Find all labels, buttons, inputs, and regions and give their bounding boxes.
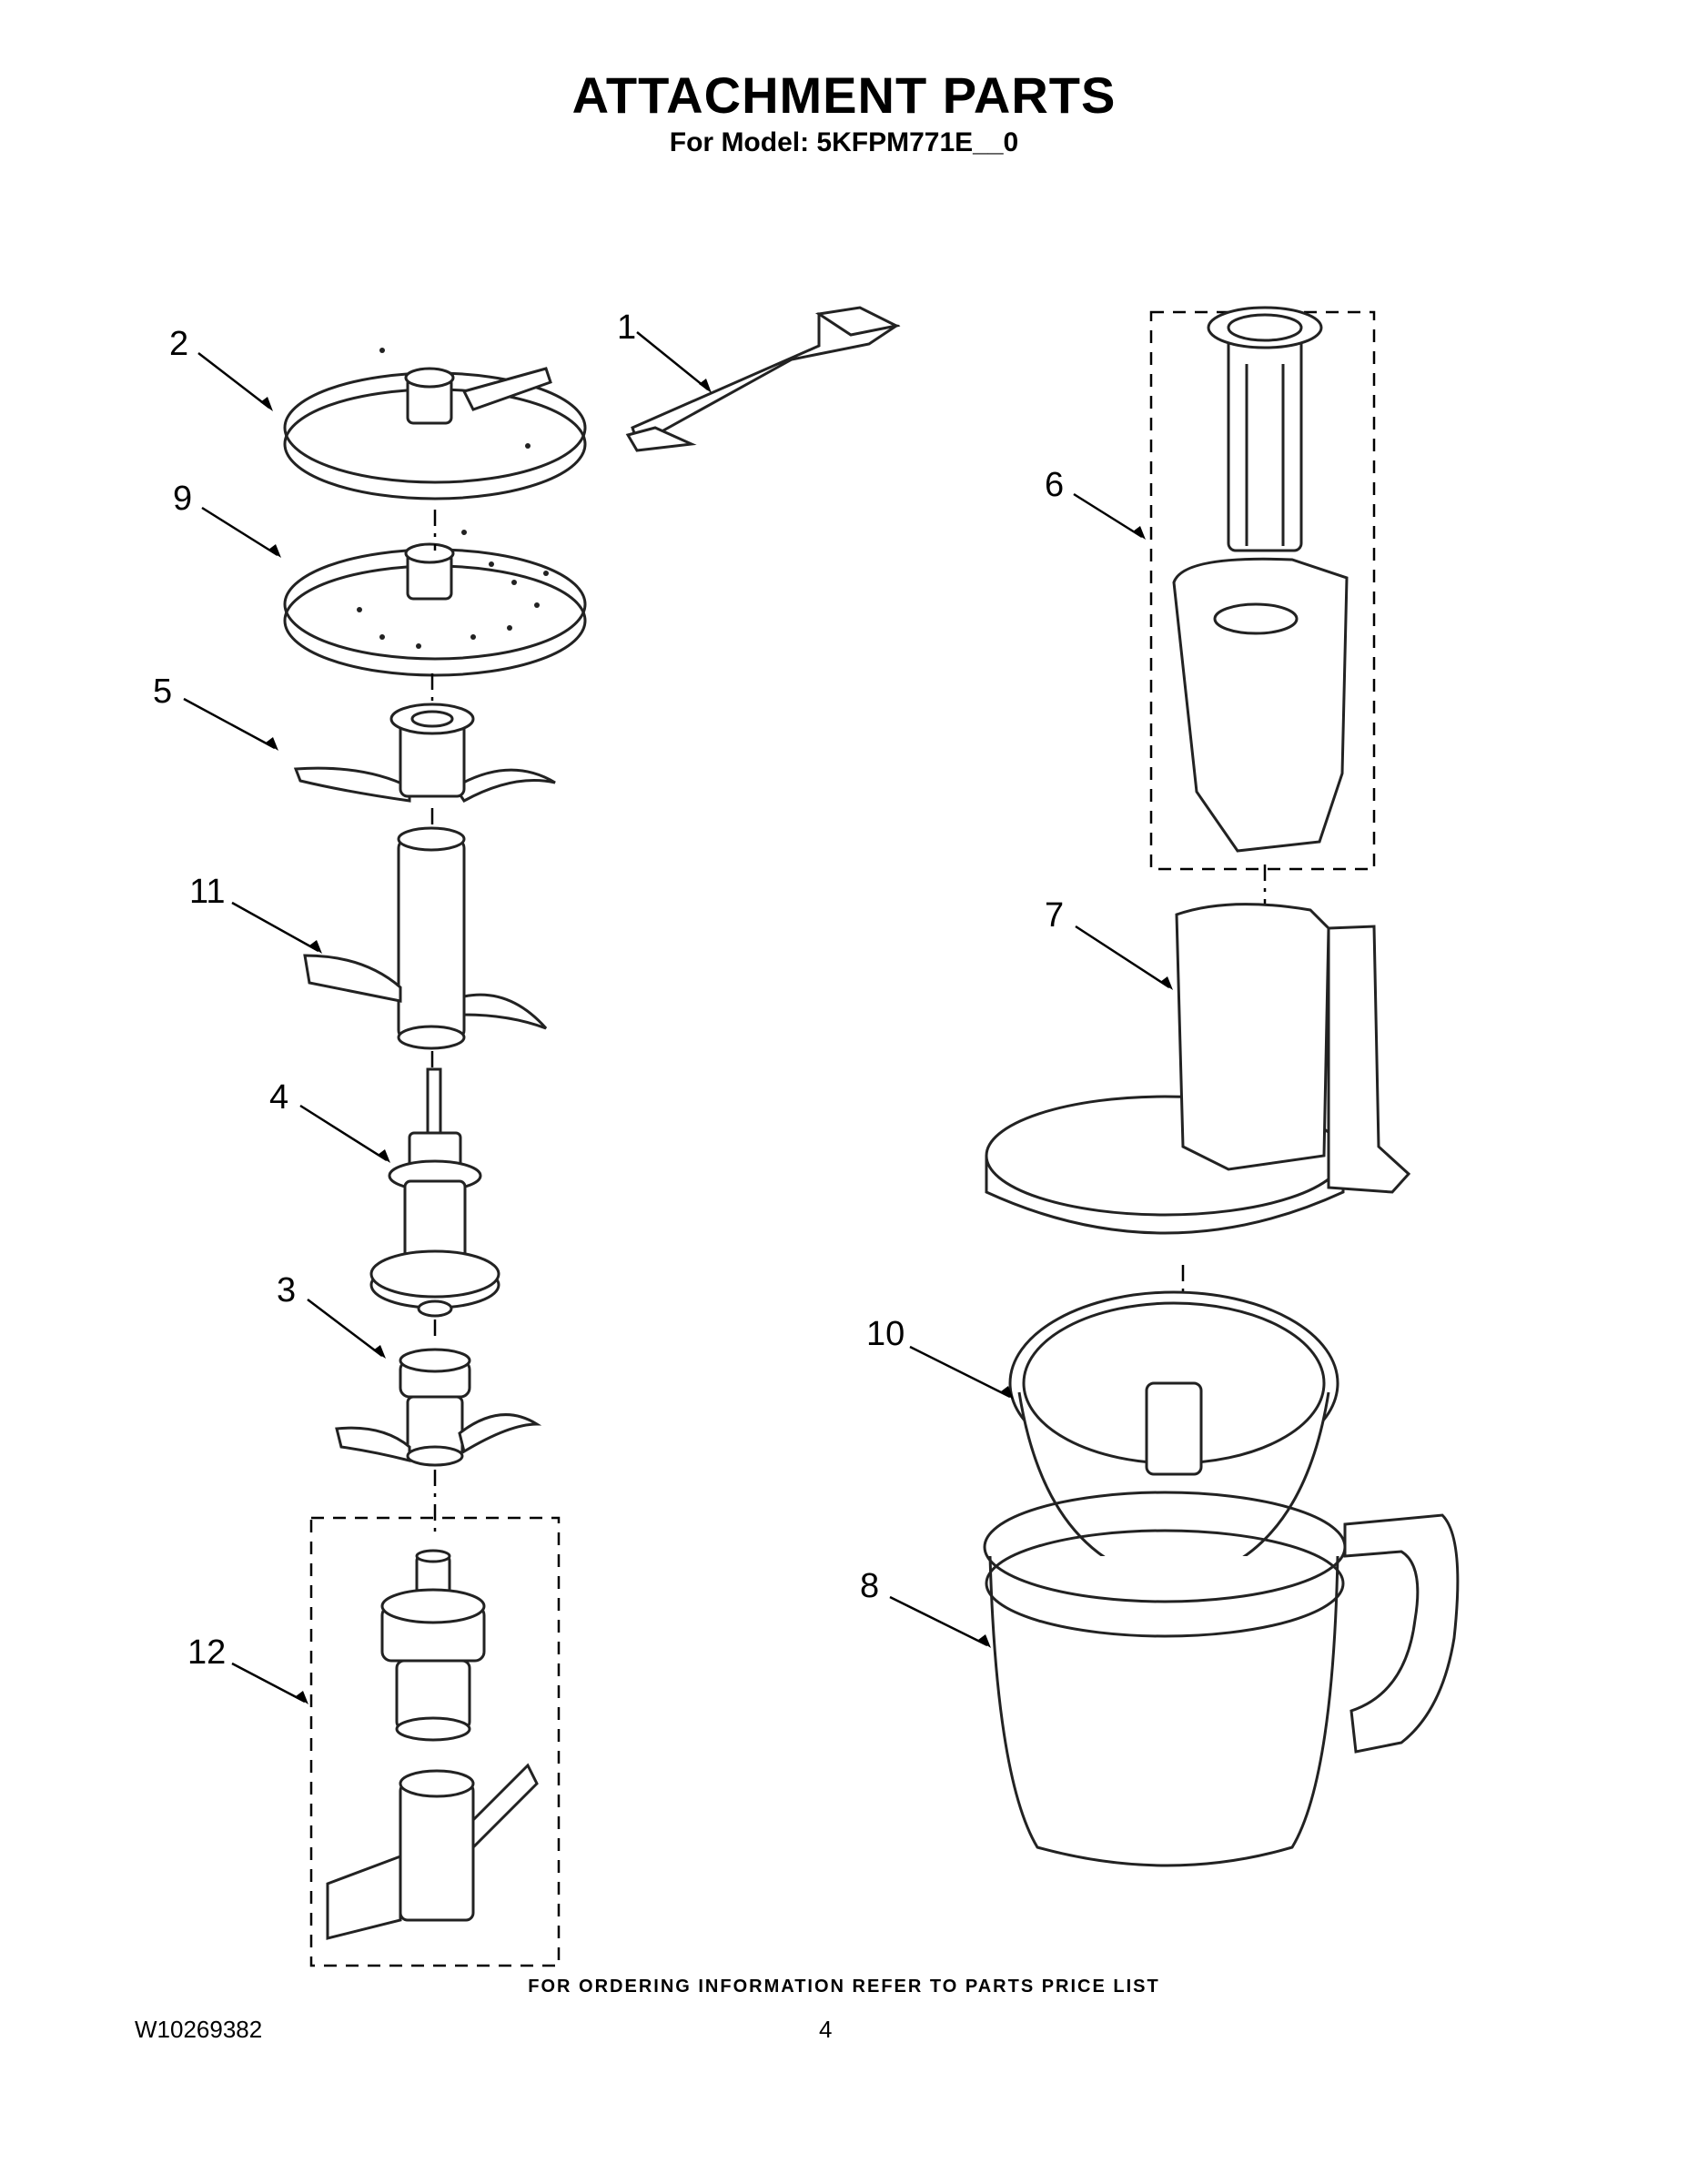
- callout-8: 8: [860, 1567, 991, 1648]
- document-id: W10269382: [135, 2016, 263, 2043]
- page-title: ATTACHMENT PARTS: [571, 66, 1117, 124]
- ordering-note: FOR ORDERING INFORMATION REFER TO PARTS …: [528, 1977, 1160, 1997]
- part-3-mini-blade: [335, 1348, 542, 1467]
- callout-2: 2: [169, 325, 273, 411]
- part-6-food-pusher: [1207, 306, 1323, 552]
- svg-text:9: 9: [173, 480, 192, 518]
- part-1-spatula: [625, 306, 901, 452]
- part-8-work-bowl: [983, 1491, 1460, 1867]
- svg-text:12: 12: [187, 1633, 226, 1672]
- svg-text:4: 4: [269, 1078, 288, 1117]
- svg-text:2: 2: [169, 325, 188, 363]
- callout-7: 7: [1045, 896, 1173, 990]
- part-4-drive-adapter: [369, 1067, 500, 1318]
- callout-5: 5: [153, 672, 278, 751]
- part-12-group-box: [309, 1516, 561, 1967]
- svg-text:1: 1: [617, 308, 636, 347]
- callout-3: 3: [277, 1271, 386, 1359]
- part-5-dough-blade: [293, 703, 556, 803]
- part-7-work-bowl-cover: [985, 903, 1411, 1235]
- part-9-shredding-disc: [283, 530, 587, 677]
- svg-text:5: 5: [153, 672, 172, 711]
- svg-text:8: 8: [860, 1567, 879, 1605]
- part-6-feed-tube: [1172, 557, 1349, 853]
- svg-text:7: 7: [1045, 896, 1064, 935]
- part-2-slicing-disc: [283, 348, 587, 500]
- svg-text:10: 10: [866, 1315, 905, 1353]
- model-subtitle: For Model: 5KFPM771E__0: [669, 127, 1019, 157]
- callout-4: 4: [269, 1078, 390, 1163]
- page-number: 4: [819, 2016, 833, 2043]
- svg-text:3: 3: [277, 1271, 296, 1309]
- svg-text:6: 6: [1045, 466, 1064, 504]
- part-12-egg-whip: [326, 1549, 539, 1940]
- callout-1: 1: [617, 308, 712, 393]
- part-11-multipurpose-blade: [303, 826, 548, 1050]
- callout-9: 9: [173, 480, 281, 558]
- callout-6: 6: [1045, 466, 1146, 540]
- svg-text:11: 11: [189, 873, 225, 911]
- callout-11: 11: [189, 873, 322, 954]
- callout-10: 10: [866, 1315, 1014, 1400]
- callout-12: 12: [187, 1633, 308, 1704]
